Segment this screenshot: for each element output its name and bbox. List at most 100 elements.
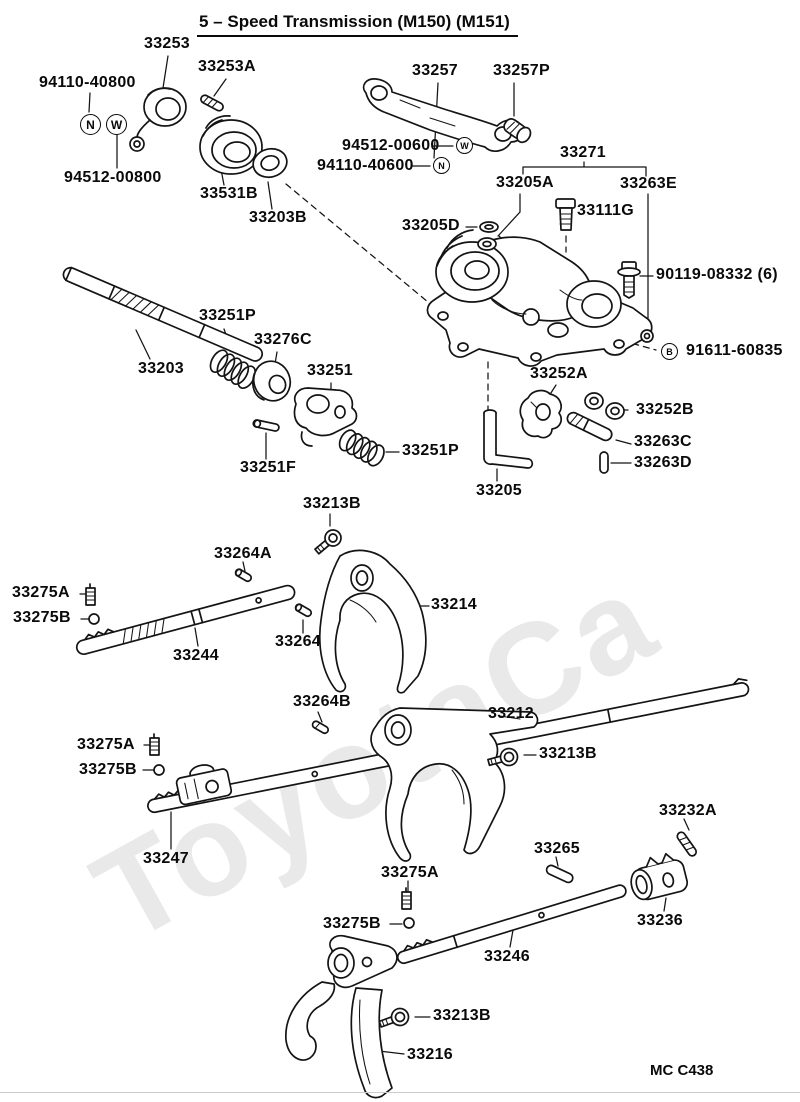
part-label-33205: 33205: [476, 482, 522, 499]
grommets-33205D-drawing: [477, 221, 499, 251]
seat-33276C-drawing: [251, 360, 292, 402]
part-label-33203B: 33203B: [249, 209, 307, 226]
part-label-33252A: 33252A: [530, 365, 588, 382]
switch-33111G-drawing: [555, 198, 576, 231]
part-label-33263E: 33263E: [620, 175, 677, 192]
shift-fork-33216-drawing: [285, 934, 398, 1099]
part-label-33264A: 33264A: [214, 545, 272, 562]
part-label-33257: 33257: [412, 62, 458, 79]
fastener-badge-washer-W-topleft: W: [106, 114, 127, 135]
fastener-badge-nut-N-lever: N: [433, 157, 450, 174]
collar-33247-drawing: [175, 764, 233, 806]
part-label-33275B-3: 33275B: [323, 915, 381, 932]
part-label-33213B-3: 33213B: [433, 1007, 491, 1024]
part-label-33251: 33251: [307, 362, 353, 379]
pin-33251F-drawing: [252, 419, 280, 432]
spring-33275A-2-drawing: [149, 733, 160, 756]
page-title: 5 – Speed Transmission (M150) (M151): [197, 12, 518, 37]
ball-33275B-2-drawing: [153, 764, 165, 776]
bolt-33213B-2-drawing: [487, 747, 519, 767]
part-label-33271: 33271: [560, 144, 606, 161]
part-label-33263C: 33263C: [634, 433, 692, 450]
spring-33275A-1-drawing: [85, 583, 96, 606]
part-label-33205D: 33205D: [402, 217, 460, 234]
part-label-33531B: 33531B: [200, 185, 258, 202]
part-label-33213B-1: 33213B: [303, 495, 361, 512]
part-label-33264B: 33264B: [293, 693, 351, 710]
part-label-33275A-2: 33275A: [77, 736, 135, 753]
part-label-33244: 33244: [173, 647, 219, 664]
spring-33251P-1-drawing: [209, 349, 257, 390]
bolt-33213B-3-drawing: [378, 1007, 410, 1028]
pin-33264B-drawing: [311, 720, 330, 735]
part-label-33236: 33236: [637, 912, 683, 929]
cap-33257P-drawing: [503, 118, 532, 144]
part-label-33232A: 33232A: [659, 802, 717, 819]
nut-ring-drawing: [640, 329, 654, 343]
fastener-badge-nut-N-topleft: N: [80, 114, 101, 135]
shaft-33246-drawing: [396, 884, 627, 965]
part-label-33251P-2: 33251P: [402, 442, 459, 459]
part-label-33275A-1: 33275A: [12, 584, 70, 601]
part-label-33212: 33212: [488, 705, 534, 722]
fastener-badge-washer-W-lever: W: [456, 137, 473, 154]
shift-head-33251-drawing: [293, 387, 358, 447]
part-label-33275A-3: 33275A: [381, 864, 439, 881]
ball-33275B-3-drawing: [403, 917, 415, 929]
shift-fork-33214-drawing: [318, 549, 427, 694]
part-label-94512-00800: 94512-00800: [64, 169, 162, 186]
spring-33275A-3-drawing: [401, 887, 412, 910]
control-retainer-33271-drawing: [426, 229, 653, 367]
select-lever-33253-drawing: [129, 87, 187, 152]
part-label-33253A: 33253A: [198, 58, 256, 75]
spring-33251P-2-drawing: [338, 429, 385, 467]
seal-33203B-drawing: [252, 147, 288, 179]
part-label-33257P: 33257P: [493, 62, 550, 79]
part-label-33251F: 33251F: [240, 459, 297, 476]
ball-33275B-1-drawing: [88, 613, 100, 625]
pin-33265-drawing: [545, 864, 574, 884]
pin-33263C-drawing: [566, 411, 613, 442]
bolt-90119-drawing: [617, 261, 641, 299]
part-label-33247: 33247: [143, 850, 189, 867]
part-label-90119-08332: 90119-08332 (6): [656, 266, 778, 283]
part-label-33246: 33246: [484, 948, 530, 965]
pin-33263D-drawing: [599, 451, 609, 474]
rod-33205-drawing: [483, 409, 534, 469]
clip-33264A-drawing: [234, 568, 253, 583]
part-label-33264: 33264: [275, 633, 321, 650]
bottom-edge-line: [0, 1092, 800, 1093]
part-label-33252B: 33252B: [636, 401, 694, 418]
part-label-33276C: 33276C: [254, 331, 312, 348]
part-label-33213B-2: 33213B: [539, 745, 597, 762]
shaft-33203-drawing: [62, 266, 264, 362]
part-label-94512-00600: 94512-00600: [342, 137, 440, 154]
part-label-33251P-1: 33251P: [199, 307, 256, 324]
part-label-33203: 33203: [138, 360, 184, 377]
part-label-94110-40600: 94110-40600: [317, 157, 414, 174]
bolt-33213B-1-drawing: [314, 529, 342, 555]
cylinder-33236-drawing: [630, 852, 689, 901]
part-label-33253: 33253: [144, 35, 190, 52]
clip-33264-drawing: [294, 603, 313, 618]
boot-33531B-drawing: [199, 115, 263, 175]
pin-33253A-drawing: [200, 94, 224, 112]
part-label-33216: 33216: [407, 1046, 453, 1063]
washer-33252B-drawing: [584, 392, 625, 420]
part-label-33214: 33214: [431, 596, 477, 613]
part-label-91611-60835: 91611-60835: [686, 342, 783, 359]
footer-code: MC C438: [650, 1062, 714, 1079]
shaft-33244-drawing: [75, 584, 296, 656]
part-label-33265: 33265: [534, 840, 580, 857]
part-label-33275B-1: 33275B: [13, 609, 71, 626]
part-label-94110-40800: 94110-40800: [39, 74, 136, 91]
part-label-33263D: 33263D: [634, 454, 692, 471]
pin-33232A-drawing: [676, 831, 698, 857]
part-label-33111G: 33111G: [577, 202, 634, 219]
pawl-33252A-drawing: [519, 389, 562, 439]
fastener-badge-bolt-B-housing: B: [661, 343, 678, 360]
part-label-33205A: 33205A: [496, 174, 554, 191]
